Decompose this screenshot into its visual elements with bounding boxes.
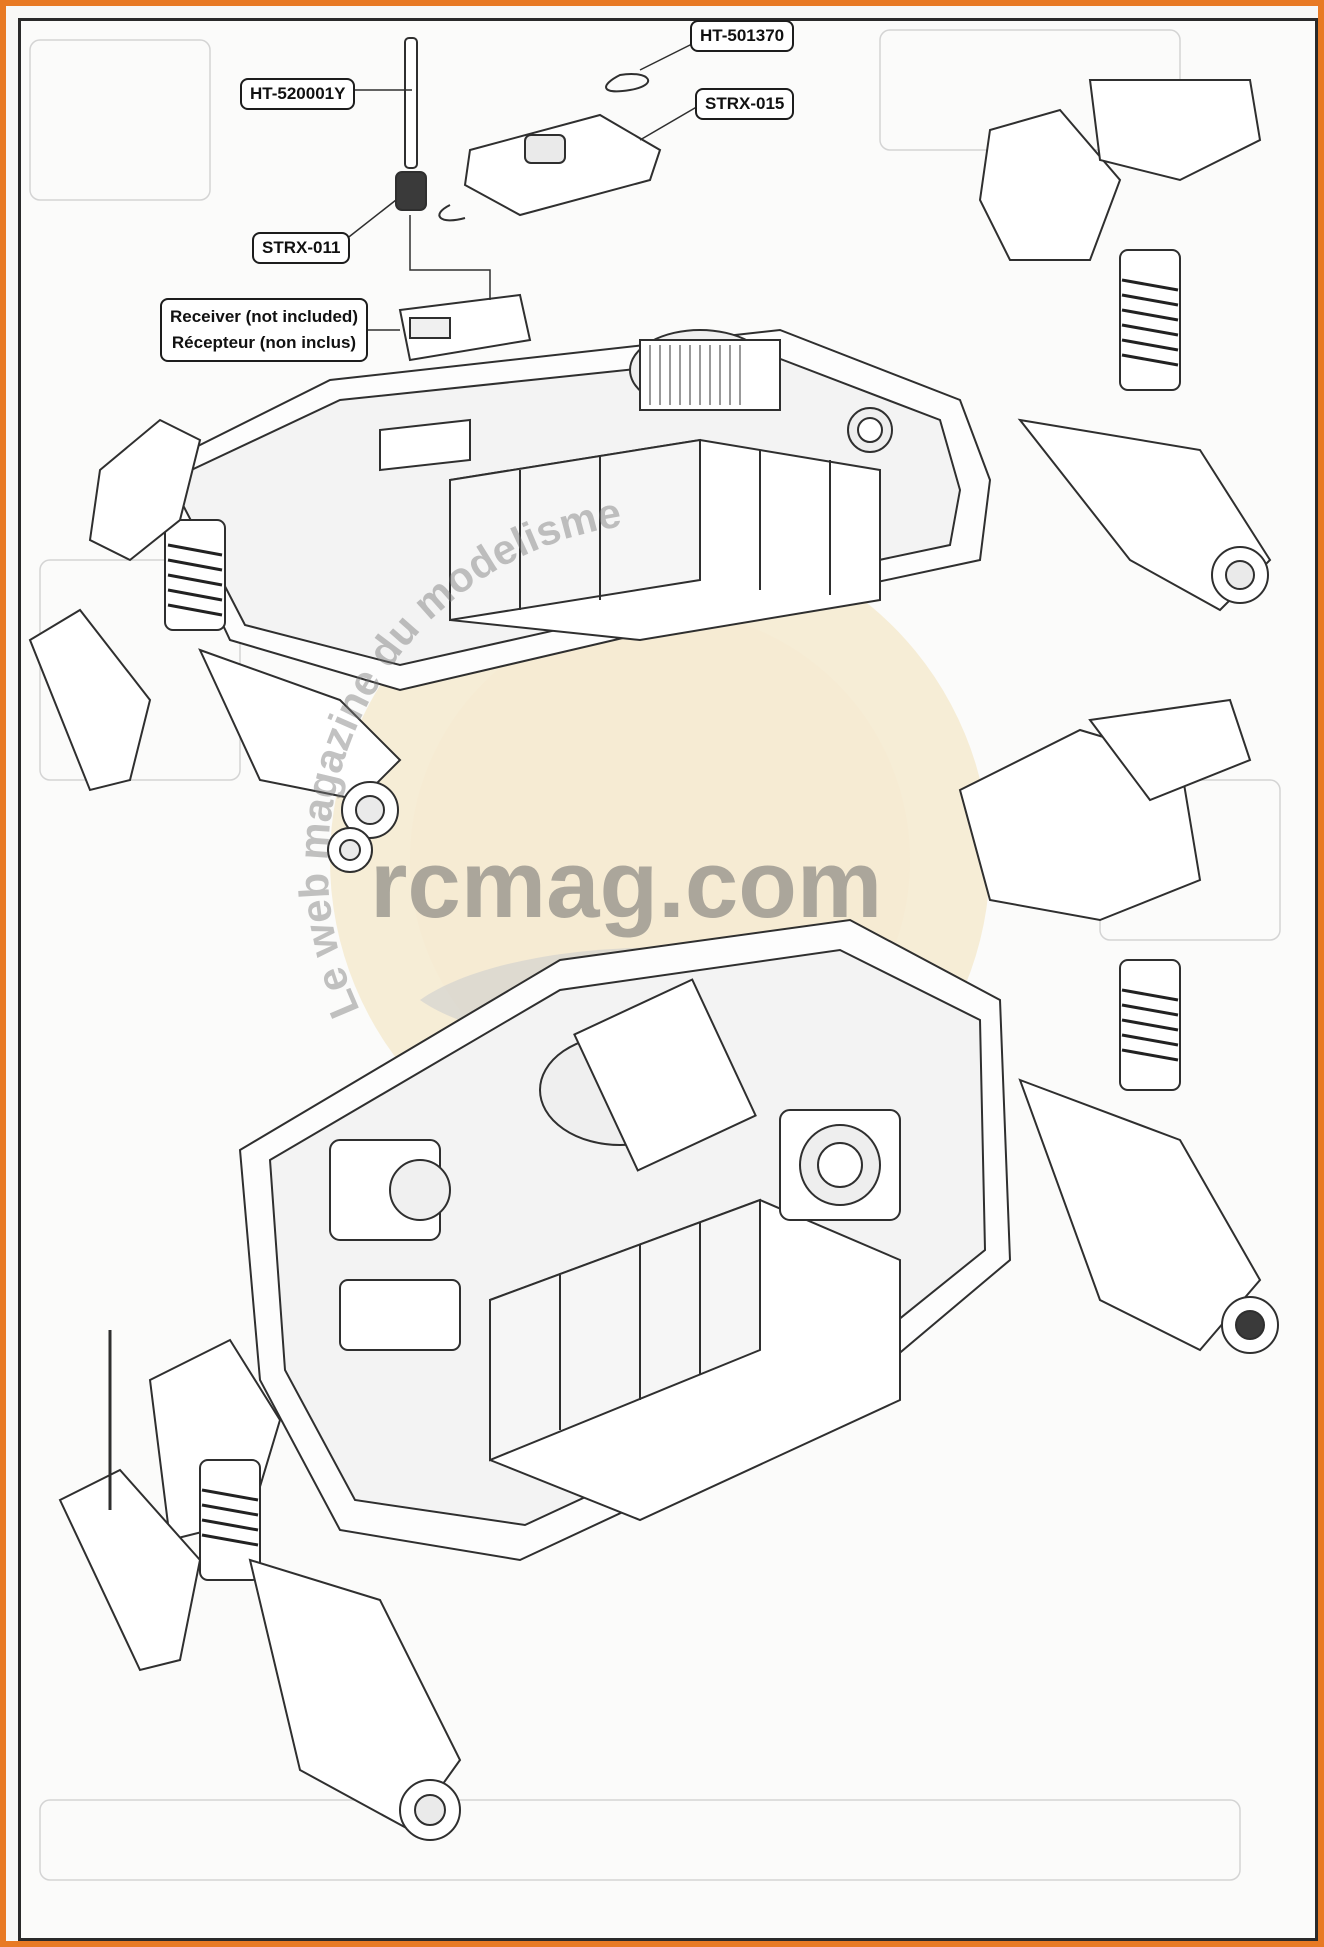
receiver-label-english: Receiver (not included) <box>170 307 358 326</box>
watermark-site-text: rcmag.com <box>370 831 883 938</box>
exploded-parts <box>344 37 701 362</box>
body-clip-small <box>438 204 466 222</box>
receiver-label-french: Récepteur (non inclus) <box>171 333 357 352</box>
bottom-chassis-assembly <box>58 698 1279 1841</box>
part-label-ht-501370: HT-501370 <box>690 20 795 52</box>
receiver-unit <box>398 293 532 362</box>
top-chassis-assembly <box>28 79 1272 873</box>
part-label-ht-520001y: HT-520001Y <box>240 78 356 110</box>
receiver-antenna-wire <box>409 215 491 300</box>
part-label-strx-015: STRX-015 <box>695 88 795 120</box>
body-clip <box>605 73 650 93</box>
receiver-box-cover <box>463 113 662 217</box>
receiver-callout: Receiver (not included) Récepteur (non i… <box>160 298 368 362</box>
antenna-mount <box>395 171 427 211</box>
antenna-tube <box>404 37 418 169</box>
part-label-strx-011: STRX-011 <box>252 232 351 264</box>
